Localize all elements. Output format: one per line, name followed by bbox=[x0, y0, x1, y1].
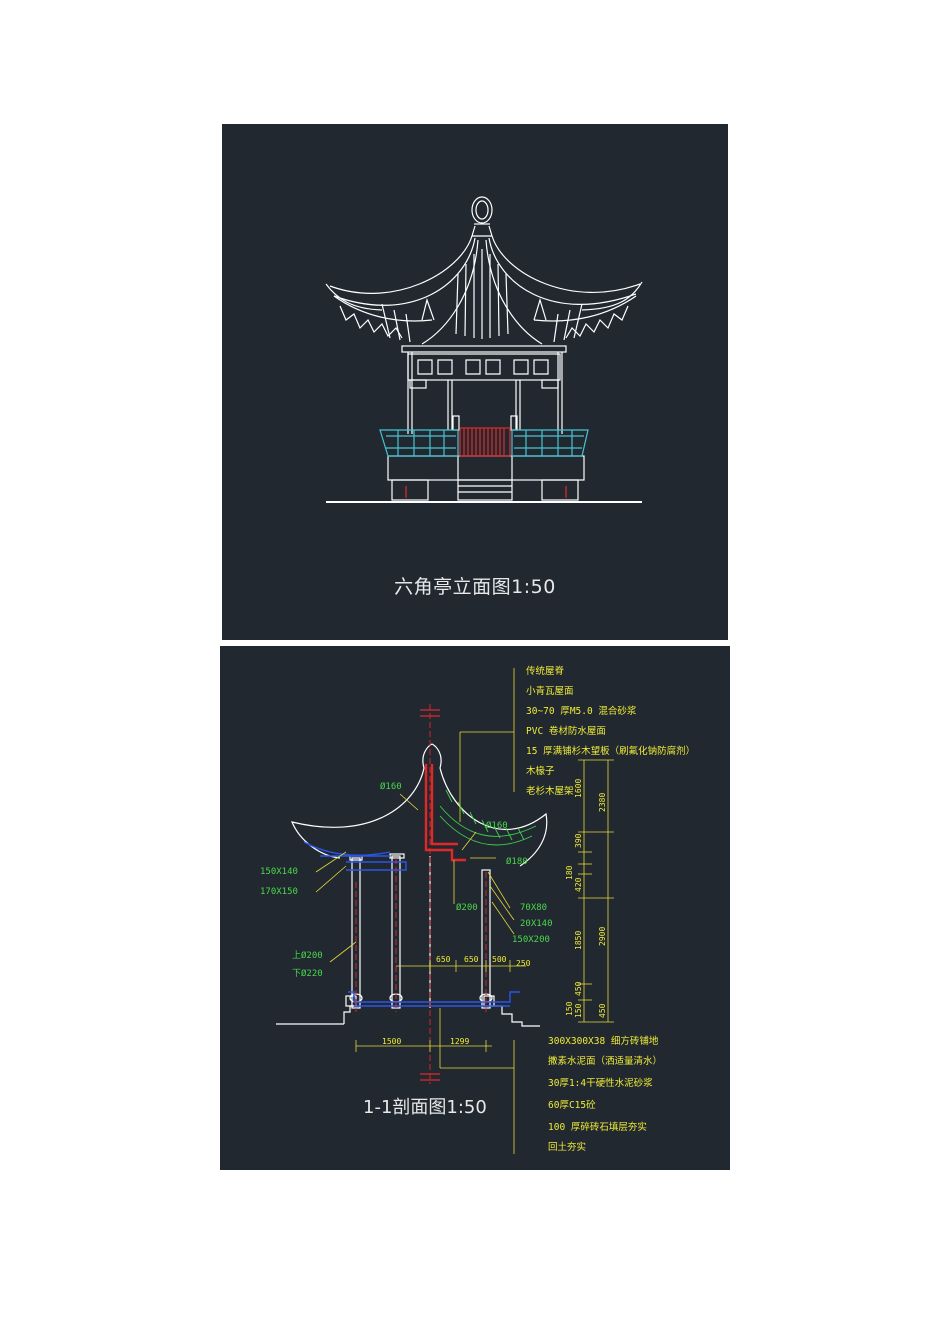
dim-label: 650 bbox=[436, 955, 451, 964]
roof-note: 老杉木屋架 bbox=[526, 785, 574, 797]
elevation-drawing-panel: 六角亭立面图1:50 bbox=[222, 124, 728, 640]
dim-label: 420 bbox=[574, 877, 583, 892]
dim-label: 150 bbox=[565, 1001, 574, 1016]
dim-label: 650 bbox=[464, 955, 479, 964]
dim-label: 1500 bbox=[382, 1037, 401, 1046]
member-label: 170X150 bbox=[260, 887, 298, 897]
elevation-caption: 六角亭立面图1:50 bbox=[394, 576, 556, 598]
member-label: 150X140 bbox=[260, 867, 298, 877]
member-label: Ø200 bbox=[456, 902, 478, 913]
roof-note: 木椽子 bbox=[526, 765, 555, 777]
pavilion-elevation-drawing bbox=[325, 196, 643, 503]
section-caption: 1-1剖面图1:50 bbox=[363, 1097, 487, 1118]
dim-label: 250 bbox=[516, 959, 531, 968]
member-label: 150X200 bbox=[512, 935, 550, 945]
floor-note: 60厚C15砼 bbox=[548, 1099, 596, 1111]
roof-note: PVC 卷材防水屋面 bbox=[526, 725, 606, 737]
floor-note: 30厚1:4干硬性水泥砂浆 bbox=[548, 1077, 653, 1089]
member-size-labels: Ø160 Ø160 Ø180 150X140 170X150 Ø200 70X8… bbox=[260, 781, 553, 979]
dim-label: 500 bbox=[492, 955, 507, 964]
dim-label: 150 bbox=[574, 1003, 583, 1018]
floor-note: 撒素水泥面（洒适量清水） bbox=[548, 1055, 662, 1067]
member-label: 上Ø200 bbox=[292, 950, 323, 961]
member-label: 下Ø220 bbox=[292, 968, 323, 979]
dim-label: 1600 bbox=[574, 779, 583, 798]
dim-label: 450 bbox=[574, 981, 583, 996]
dim-label: 390 bbox=[574, 833, 583, 848]
member-label: Ø160 bbox=[380, 781, 402, 792]
section-drawing-panel: 传统屋脊 小青瓦屋面 30~70 厚M5.0 混合砂浆 PVC 卷材防水屋面 1… bbox=[220, 646, 730, 1170]
dim-label: 1850 bbox=[574, 931, 583, 950]
dim-label: 450 bbox=[598, 1003, 607, 1018]
member-label: Ø160 bbox=[486, 820, 508, 831]
floor-note: 300X300X38 细方砖铺地 bbox=[548, 1035, 659, 1047]
dim-label: 180 bbox=[565, 865, 574, 880]
dim-label: 2900 bbox=[598, 927, 607, 946]
roof-note: 传统屋脊 bbox=[526, 665, 565, 677]
dim-label: 1299 bbox=[450, 1037, 469, 1046]
member-label: 20X140 bbox=[520, 919, 553, 929]
member-label: 70X80 bbox=[520, 903, 547, 913]
pavilion-section-drawing: 传统屋脊 小青瓦屋面 30~70 厚M5.0 混合砂浆 PVC 卷材防水屋面 1… bbox=[260, 665, 695, 1154]
dim-label: 2380 bbox=[598, 793, 607, 812]
horizontal-dimensions: 650 650 500 250 1500 1299 bbox=[382, 955, 531, 1046]
roof-note: 30~70 厚M5.0 混合砂浆 bbox=[526, 705, 637, 717]
roof-note: 小青瓦屋面 bbox=[526, 685, 574, 697]
vertical-dimensions: 1600 2380 390 180 420 1850 2900 450 150 … bbox=[565, 779, 607, 1018]
roof-layer-notes: 传统屋脊 小青瓦屋面 30~70 厚M5.0 混合砂浆 PVC 卷材防水屋面 1… bbox=[526, 665, 695, 797]
floor-note: 回土夯实 bbox=[548, 1141, 586, 1153]
member-label: Ø180 bbox=[506, 856, 528, 867]
floor-note: 100 厚碎砖石填层夯实 bbox=[548, 1121, 647, 1133]
roof-note: 15 厚满铺杉木望板（刷氟化钠防腐剂） bbox=[526, 745, 695, 757]
floor-layer-notes: 300X300X38 细方砖铺地 撒素水泥面（洒适量清水） 30厚1:4干硬性水… bbox=[548, 1035, 662, 1153]
